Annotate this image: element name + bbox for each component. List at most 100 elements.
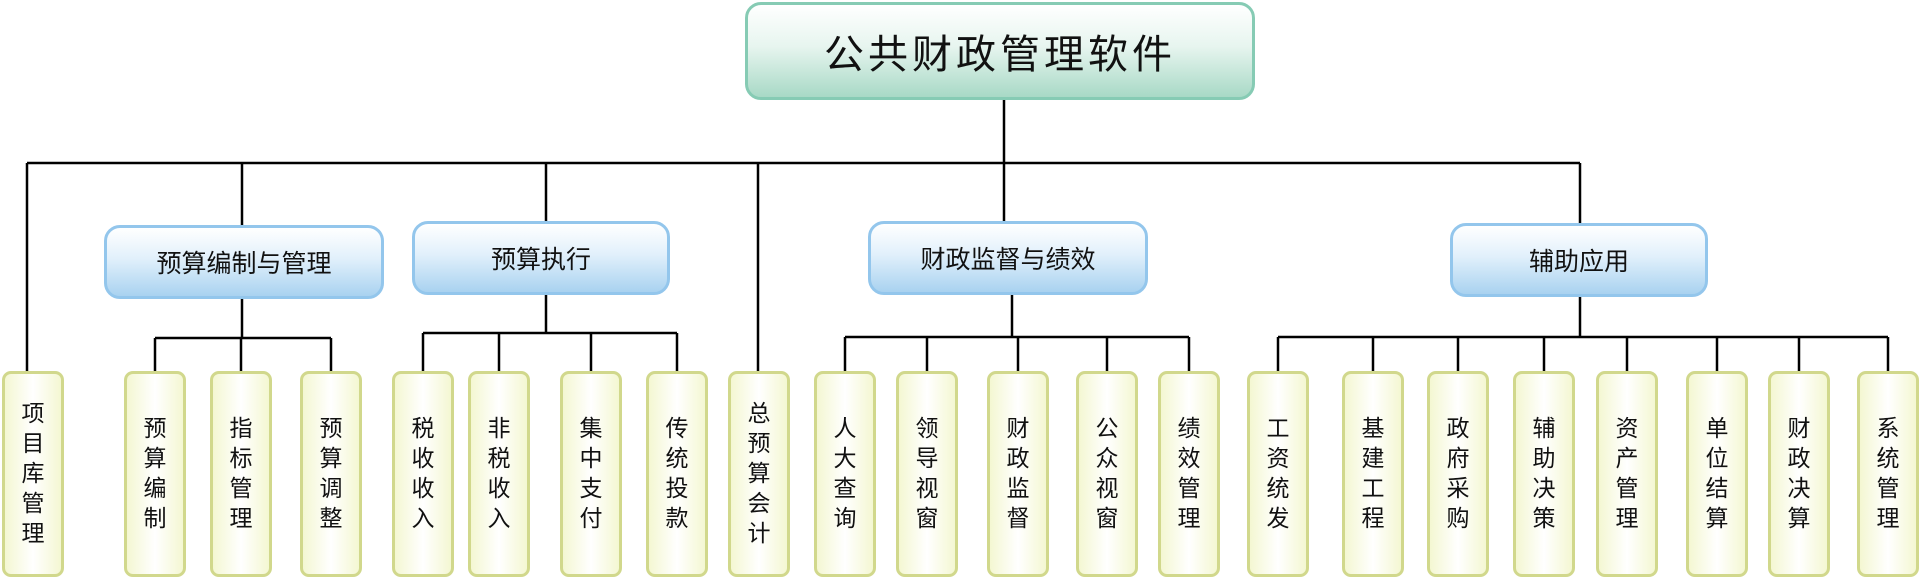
leaf-char: 管 xyxy=(1177,476,1201,502)
leaf-char: 非 xyxy=(487,416,511,442)
leaf-char: 助 xyxy=(1532,446,1556,472)
leaf-node-20: 财政决算 xyxy=(1768,371,1830,577)
category-budget-compilation: 预算编制与管理 xyxy=(104,225,384,299)
leaf-char: 投 xyxy=(665,476,689,502)
leaf-char: 位 xyxy=(1705,446,1729,472)
leaf-char: 预 xyxy=(143,416,167,442)
leaf-char: 众 xyxy=(1095,446,1119,472)
leaf-char: 视 xyxy=(1095,476,1119,502)
leaf-char: 管 xyxy=(1615,476,1639,502)
leaf-char: 预 xyxy=(319,416,343,442)
leaf-char: 传 xyxy=(665,416,689,442)
leaf-char: 视 xyxy=(915,476,939,502)
category-auxiliary-apps: 辅助应用 xyxy=(1450,223,1708,297)
leaf-char: 预 xyxy=(747,431,771,457)
leaf-char: 统 xyxy=(1266,476,1290,502)
leaf-char: 效 xyxy=(1177,446,1201,472)
leaf-node-18: 资产管理 xyxy=(1596,371,1658,577)
leaf-char: 系 xyxy=(1876,416,1900,442)
leaf-char: 理 xyxy=(1876,506,1900,532)
leaf-node-9: 人大查询 xyxy=(814,371,876,577)
leaf-char: 公 xyxy=(1095,416,1119,442)
leaf-char: 资 xyxy=(1615,416,1639,442)
leaf-char: 结 xyxy=(1705,476,1729,502)
leaf-char: 税 xyxy=(411,416,435,442)
leaf-char: 资 xyxy=(1266,446,1290,472)
leaf-char: 统 xyxy=(1876,446,1900,472)
leaf-char: 监 xyxy=(1006,476,1030,502)
leaf-node-11: 财政监督 xyxy=(987,371,1049,577)
leaf-node-16: 政府采购 xyxy=(1427,371,1489,577)
leaf-char: 税 xyxy=(487,446,511,472)
leaf-char: 财 xyxy=(1787,416,1811,442)
leaf-char: 管 xyxy=(1876,476,1900,502)
leaf-char: 询 xyxy=(833,506,857,532)
leaf-char: 策 xyxy=(1532,506,1556,532)
leaf-char: 绩 xyxy=(1177,416,1201,442)
leaf-char: 收 xyxy=(487,476,511,502)
leaf-char: 理 xyxy=(229,506,253,532)
leaf-node-2: 指标管理 xyxy=(210,371,272,577)
leaf-char: 指 xyxy=(229,416,253,442)
leaf-char: 工 xyxy=(1361,476,1385,502)
leaf-char: 产 xyxy=(1615,446,1639,472)
leaf-char: 决 xyxy=(1787,476,1811,502)
leaf-char: 编 xyxy=(143,476,167,502)
leaf-char: 入 xyxy=(487,506,511,532)
leaf-char: 中 xyxy=(579,446,603,472)
leaf-char: 府 xyxy=(1446,446,1470,472)
leaf-node-7: 传统投款 xyxy=(646,371,708,577)
leaf-char: 算 xyxy=(1705,506,1729,532)
leaf-char: 收 xyxy=(411,476,435,502)
leaf-char: 导 xyxy=(915,446,939,472)
leaf-char: 总 xyxy=(747,401,771,427)
leaf-char: 财 xyxy=(1006,416,1030,442)
leaf-char: 窗 xyxy=(1095,506,1119,532)
leaf-char: 政 xyxy=(1787,446,1811,472)
leaf-char: 款 xyxy=(665,506,689,532)
leaf-node-6: 集中支付 xyxy=(560,371,622,577)
leaf-node-17: 辅助决策 xyxy=(1513,371,1575,577)
leaf-char: 支 xyxy=(579,476,603,502)
leaf-char: 算 xyxy=(1787,506,1811,532)
leaf-char: 目 xyxy=(21,431,45,457)
leaf-char: 标 xyxy=(229,446,253,472)
leaf-char: 决 xyxy=(1532,476,1556,502)
leaf-char: 发 xyxy=(1266,506,1290,532)
leaf-char: 计 xyxy=(747,521,771,547)
leaf-char: 领 xyxy=(915,416,939,442)
leaf-char: 算 xyxy=(319,446,343,472)
leaf-node-10: 领导视窗 xyxy=(896,371,958,577)
leaf-char: 采 xyxy=(1446,476,1470,502)
leaf-char: 入 xyxy=(411,506,435,532)
category-budget-execution: 预算执行 xyxy=(412,221,670,295)
leaf-char: 辅 xyxy=(1532,416,1556,442)
leaf-node-4: 税收收入 xyxy=(392,371,454,577)
leaf-char: 理 xyxy=(1177,506,1201,532)
leaf-char: 库 xyxy=(21,461,45,487)
leaf-node-3: 预算调整 xyxy=(300,371,362,577)
leaf-node-8: 总预算会计 xyxy=(728,371,790,577)
leaf-char: 调 xyxy=(319,476,343,502)
leaf-char: 政 xyxy=(1006,446,1030,472)
leaf-char: 算 xyxy=(747,461,771,487)
leaf-char: 购 xyxy=(1446,506,1470,532)
leaf-char: 工 xyxy=(1266,416,1290,442)
leaf-char: 算 xyxy=(143,446,167,472)
leaf-char: 程 xyxy=(1361,506,1385,532)
leaf-node-14: 工资统发 xyxy=(1247,371,1309,577)
leaf-char: 理 xyxy=(21,521,45,547)
leaf-char: 会 xyxy=(747,491,771,517)
leaf-char: 建 xyxy=(1361,446,1385,472)
leaf-char: 项 xyxy=(21,401,45,427)
leaf-char: 窗 xyxy=(915,506,939,532)
leaf-node-0: 项目库管理 xyxy=(2,371,64,577)
leaf-char: 基 xyxy=(1361,416,1385,442)
leaf-char: 单 xyxy=(1705,416,1729,442)
leaf-char: 制 xyxy=(143,506,167,532)
leaf-char: 管 xyxy=(21,491,45,517)
leaf-char: 人 xyxy=(833,416,857,442)
leaf-node-19: 单位结算 xyxy=(1686,371,1748,577)
leaf-node-13: 绩效管理 xyxy=(1158,371,1220,577)
